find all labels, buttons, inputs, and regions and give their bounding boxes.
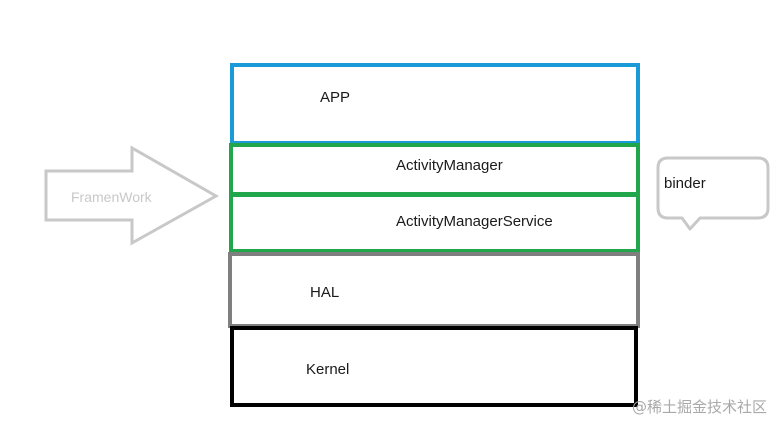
framework-arrow-label: FramenWork xyxy=(71,189,152,205)
activity-manager-service-box xyxy=(229,193,640,253)
app-layer-label: APP xyxy=(320,89,351,106)
activity-manager-service-label: ActivityManagerService xyxy=(396,213,553,230)
hal-layer-box xyxy=(228,252,640,328)
binder-bubble-label: binder xyxy=(664,175,706,192)
activity-manager-label: ActivityManager xyxy=(396,157,503,174)
binder-bubble xyxy=(656,156,770,231)
watermark: @稀土掘金技术社区 xyxy=(631,398,767,416)
app-layer-box xyxy=(230,63,640,145)
framework-arrow xyxy=(44,145,220,246)
hal-layer-label: HAL xyxy=(310,284,340,301)
kernel-layer-box xyxy=(230,326,638,407)
kernel-layer-label: Kernel xyxy=(306,361,350,378)
